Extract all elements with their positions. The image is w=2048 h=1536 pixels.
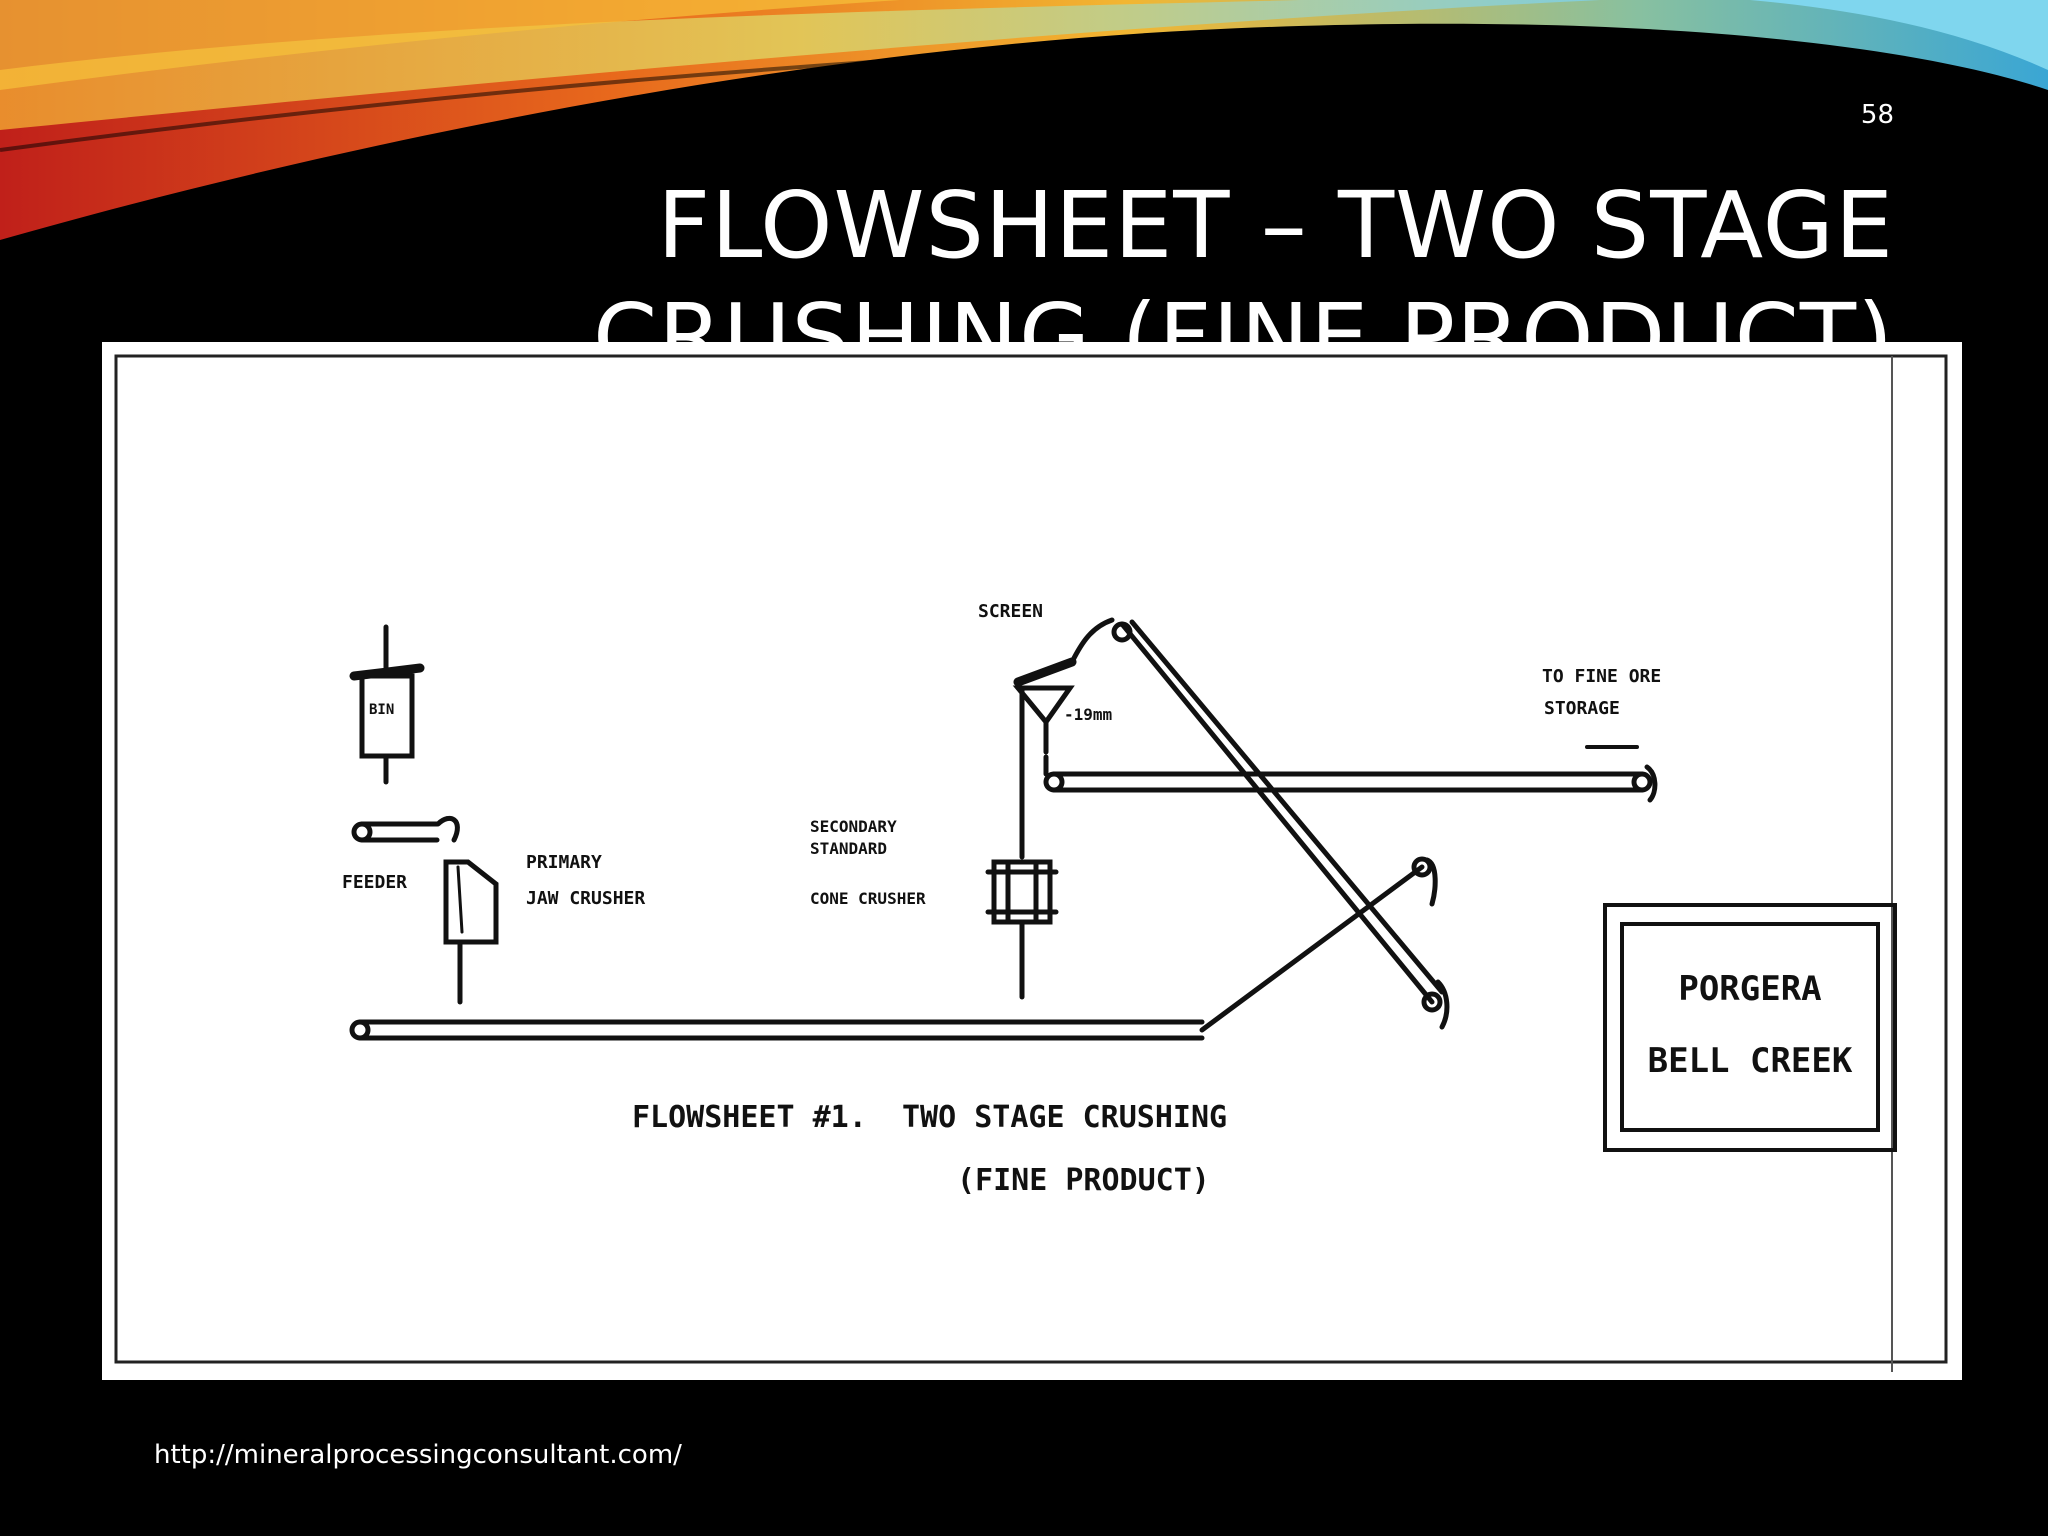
label-undersize: -19mm xyxy=(1064,705,1113,724)
label-cone-crusher: CONE CRUSHER xyxy=(810,889,926,908)
label-screen: SCREEN xyxy=(978,601,1043,622)
caption-flowsheet-number: FLOWSHEET #1. xyxy=(632,1100,867,1135)
main-conveyor xyxy=(349,856,1438,1041)
company-stamp xyxy=(1603,903,1897,1152)
label-feeder: FEEDER xyxy=(342,872,407,893)
label-bin: BIN xyxy=(369,702,394,718)
fine-ore-conveyor xyxy=(1043,745,1658,803)
label-jaw-crusher: JAW CRUSHER xyxy=(526,888,645,909)
outer-border xyxy=(114,354,1948,1364)
source-url: http://mineralprocessingconsultant.com/ xyxy=(154,1440,682,1470)
screen-symbol xyxy=(1012,617,1115,845)
caption-fine-product: (FINE PRODUCT) xyxy=(957,1163,1210,1198)
page-number: 58 xyxy=(1860,100,1894,130)
flowsheet-diagram-panel: BIN FEEDER PRIMARY JAW CRUSHER SCREEN -1… xyxy=(102,342,1962,1380)
label-to-fine-ore: TO FINE ORE xyxy=(1542,666,1661,687)
secondary-cone-crusher-symbol xyxy=(985,839,1059,1000)
label-primary: PRIMARY xyxy=(526,852,602,873)
flowsheet-diagram: BIN FEEDER PRIMARY JAW CRUSHER SCREEN -1… xyxy=(114,354,1948,1372)
label-secondary: SECONDARY xyxy=(810,817,897,836)
caption-two-stage-crushing: TWO STAGE CRUSHING xyxy=(902,1100,1227,1135)
return-conveyor xyxy=(1111,619,1450,1030)
stamp-bell-creek: BELL CREEK xyxy=(1648,1041,1853,1081)
label-standard: STANDARD xyxy=(810,839,887,858)
decorative-swoosh-banner xyxy=(0,0,2048,240)
feeder-symbol xyxy=(351,816,460,843)
primary-jaw-crusher-symbol xyxy=(443,859,499,1005)
title-line-1: FLOWSHEET – TWO STAGE xyxy=(657,172,1894,279)
stamp-porgera: PORGERA xyxy=(1678,969,1821,1009)
label-storage: STORAGE xyxy=(1544,698,1620,719)
bin-symbol xyxy=(349,624,425,785)
